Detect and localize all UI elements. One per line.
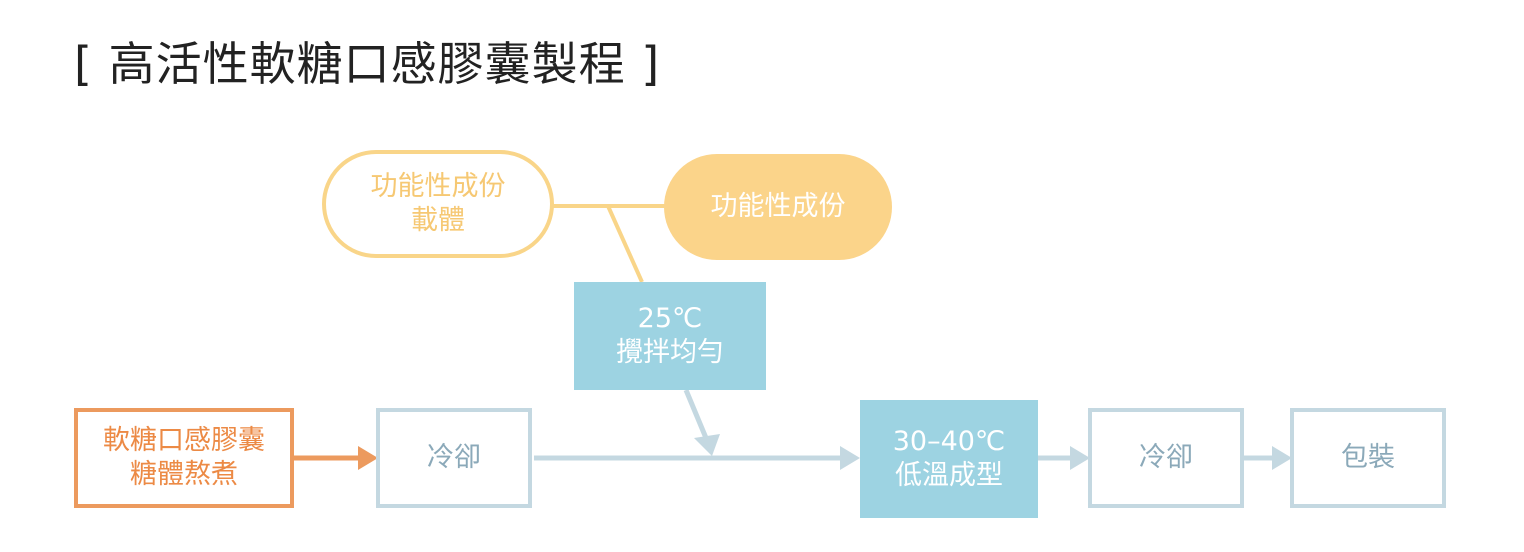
cooling1-label: 冷卻	[427, 442, 481, 473]
arrowhead-packaging	[1272, 446, 1292, 470]
forming-line2: 低溫成型	[895, 460, 1003, 491]
carrier-node: 功能性成份 載體	[322, 150, 554, 258]
arrowhead-mixing	[694, 434, 720, 456]
functional-ingredient-node: 功能性成份	[664, 154, 892, 260]
cooling-node-2: 冷卻	[1088, 408, 1244, 508]
connector-mixing-down	[683, 389, 709, 439]
carrier-line1: 功能性成份	[370, 171, 506, 202]
boiling-node: 軟糖口感膠囊 糖體熬煮	[74, 408, 294, 508]
packaging-label: 包裝	[1341, 442, 1395, 473]
mixing-line2: 攪拌均勻	[616, 337, 724, 368]
boiling-line2: 糖體熬煮	[130, 459, 238, 490]
page-title: [ 高活性軟糖口感膠囊製程 ]	[74, 37, 661, 91]
arrowhead-forming	[840, 446, 860, 470]
boiling-line1: 軟糖口感膠囊	[103, 425, 265, 456]
arrowhead-orange	[358, 446, 378, 470]
cooling-node-1: 冷卻	[376, 408, 532, 508]
carrier-line2: 載體	[411, 205, 465, 236]
forming-line1: 30–40℃	[892, 426, 1006, 457]
forming-node: 30–40℃ 低溫成型	[860, 400, 1038, 518]
mixing-node: 25℃ 攪拌均勻	[574, 282, 766, 390]
arrowhead-cooling2	[1070, 446, 1090, 470]
mixing-line1: 25℃	[637, 303, 703, 334]
packaging-node: 包裝	[1290, 408, 1446, 508]
connector-to-mixing	[606, 205, 644, 283]
cooling2-label: 冷卻	[1139, 442, 1193, 473]
functional-label: 功能性成份	[710, 191, 846, 222]
